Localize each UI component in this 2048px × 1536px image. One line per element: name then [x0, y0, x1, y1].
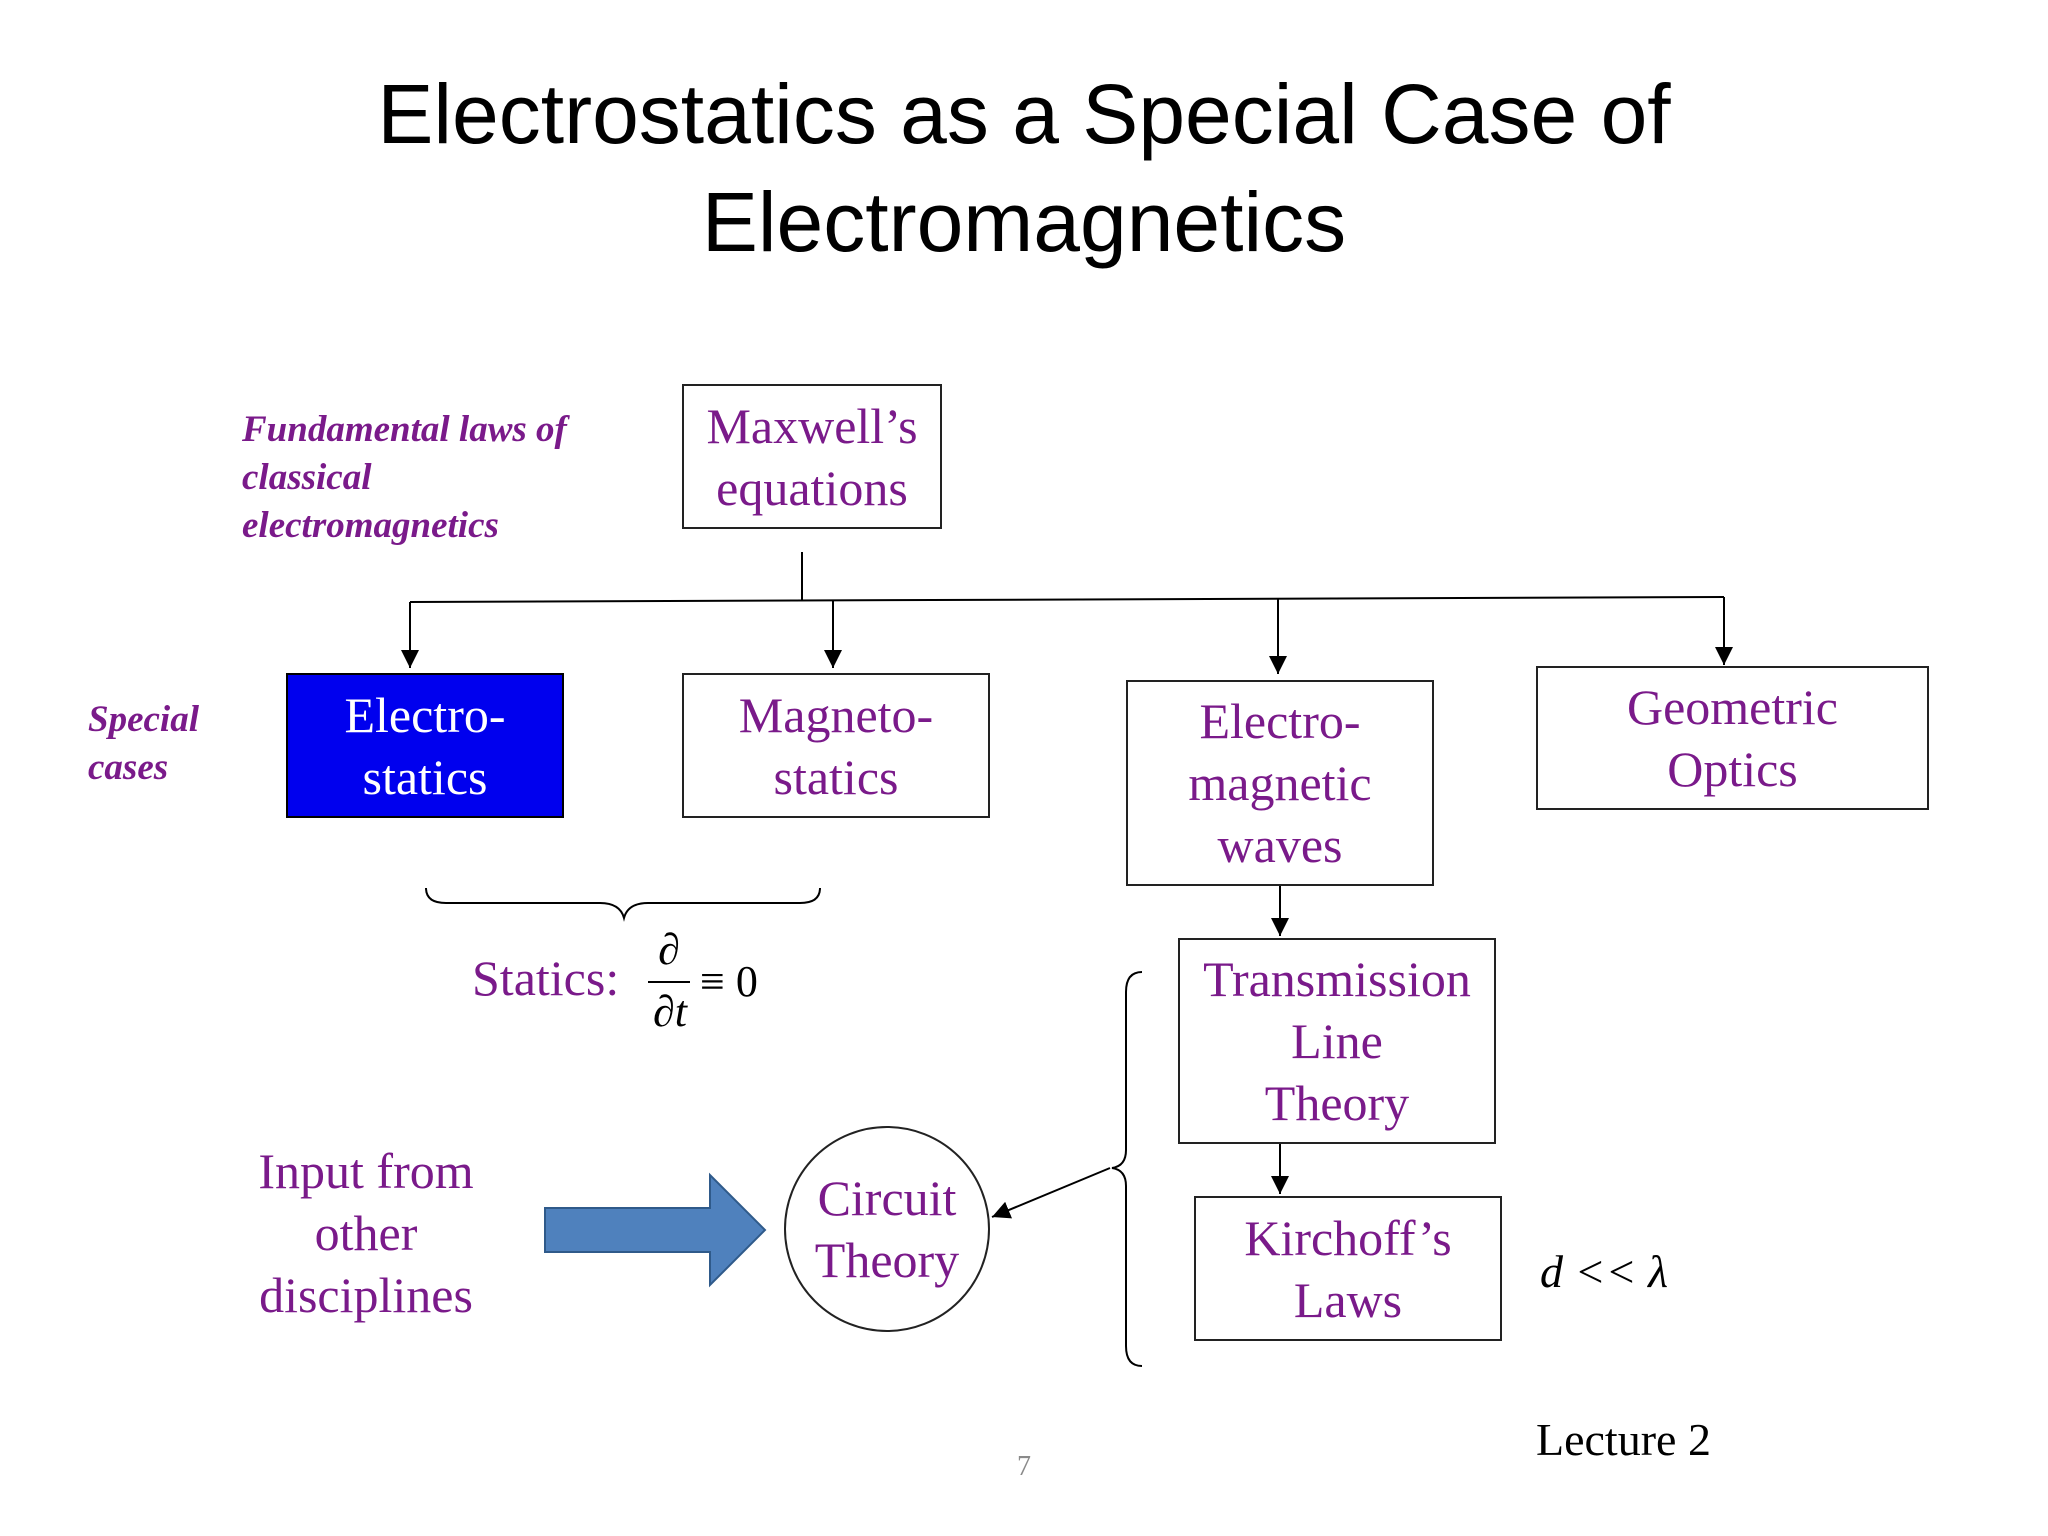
statics-label: Statics:	[472, 950, 620, 1006]
circuit-theory-circle: Circuit Theory	[784, 1126, 990, 1332]
kirchoff-laws-box: Kirchoff’s Laws	[1194, 1196, 1502, 1341]
statics-equiv: ≡ 0	[700, 957, 758, 1006]
bus-line	[409, 596, 1725, 603]
slide-title-line-1: Electrostatics as a Special Case of	[377, 67, 1671, 161]
transmission-line-box: Transmission Line Theory	[1178, 938, 1496, 1144]
geometric-optics-line-1: Geometric	[1626, 679, 1838, 735]
transmission-line-1: Transmission	[1203, 951, 1471, 1007]
circuit-line-1: Circuit	[817, 1170, 957, 1226]
input-label: Input from other disciplines	[236, 1140, 496, 1326]
special-cases-note: Special cases	[88, 696, 199, 792]
special-note-line-2: cases	[88, 747, 169, 788]
kirchoff-line-2: Laws	[1293, 1271, 1403, 1328]
em-waves-box: Electro- magnetic waves	[1126, 680, 1434, 886]
special-note-line-1: Special	[88, 699, 199, 740]
fundamental-note-line-3: electromagnetics	[242, 505, 499, 546]
slide-title: Electrostatics as a Special Case of Elec…	[0, 60, 2048, 276]
maxwell-line-1: Maxwell’s	[706, 397, 918, 454]
geometric-optics-box: Geometric Optics	[1536, 666, 1929, 810]
lower-brace	[1111, 971, 1143, 1367]
input-line-1: Input from	[258, 1143, 474, 1199]
fundamental-laws-note: Fundamental laws of classical electromag…	[242, 406, 567, 550]
maxwell-equations-box: Maxwell’s equations	[682, 384, 942, 529]
slide-title-line-2: Electromagnetics	[701, 175, 1347, 269]
transmission-line-3: Theory	[1264, 1075, 1410, 1131]
page-number: 7	[1017, 1451, 1031, 1482]
lecture-label: Lecture 2	[1536, 1414, 1711, 1465]
input-line-2: other	[314, 1205, 418, 1261]
geometric-optics-line-2: Optics	[1667, 741, 1798, 797]
input-block-arrow	[544, 1172, 767, 1288]
em-waves-line-3: waves	[1217, 817, 1343, 873]
maxwell-line-2: equations	[716, 459, 908, 516]
wavelength-condition: d << λ	[1540, 1246, 1669, 1297]
electrostatics-box: Electro- statics	[286, 673, 564, 818]
input-line-3: disciplines	[259, 1267, 473, 1323]
transmission-line-2: Line	[1291, 1013, 1383, 1069]
circuit-line-2: Theory	[814, 1232, 960, 1288]
em-waves-line-2: magnetic	[1188, 755, 1372, 811]
statics-brace	[425, 887, 821, 922]
em-waves-line-1: Electro-	[1199, 693, 1361, 749]
kirchoff-line-1: Kirchoff’s	[1244, 1209, 1452, 1266]
electrostatics-line-1: Electro-	[344, 686, 506, 743]
electrostatics-line-2: statics	[362, 748, 488, 805]
fundamental-note-line-1: Fundamental laws of	[242, 409, 567, 450]
magnetostatics-box: Magneto- statics	[682, 673, 990, 818]
statics-denominator: ∂t	[653, 987, 687, 1036]
magnetostatics-line-2: statics	[773, 748, 899, 805]
fundamental-note-line-2: classical	[242, 457, 372, 498]
magnetostatics-line-1: Magneto-	[738, 686, 934, 743]
arrow-to-circuit-theory	[991, 1167, 1111, 1219]
statics-numerator: ∂	[658, 925, 680, 974]
